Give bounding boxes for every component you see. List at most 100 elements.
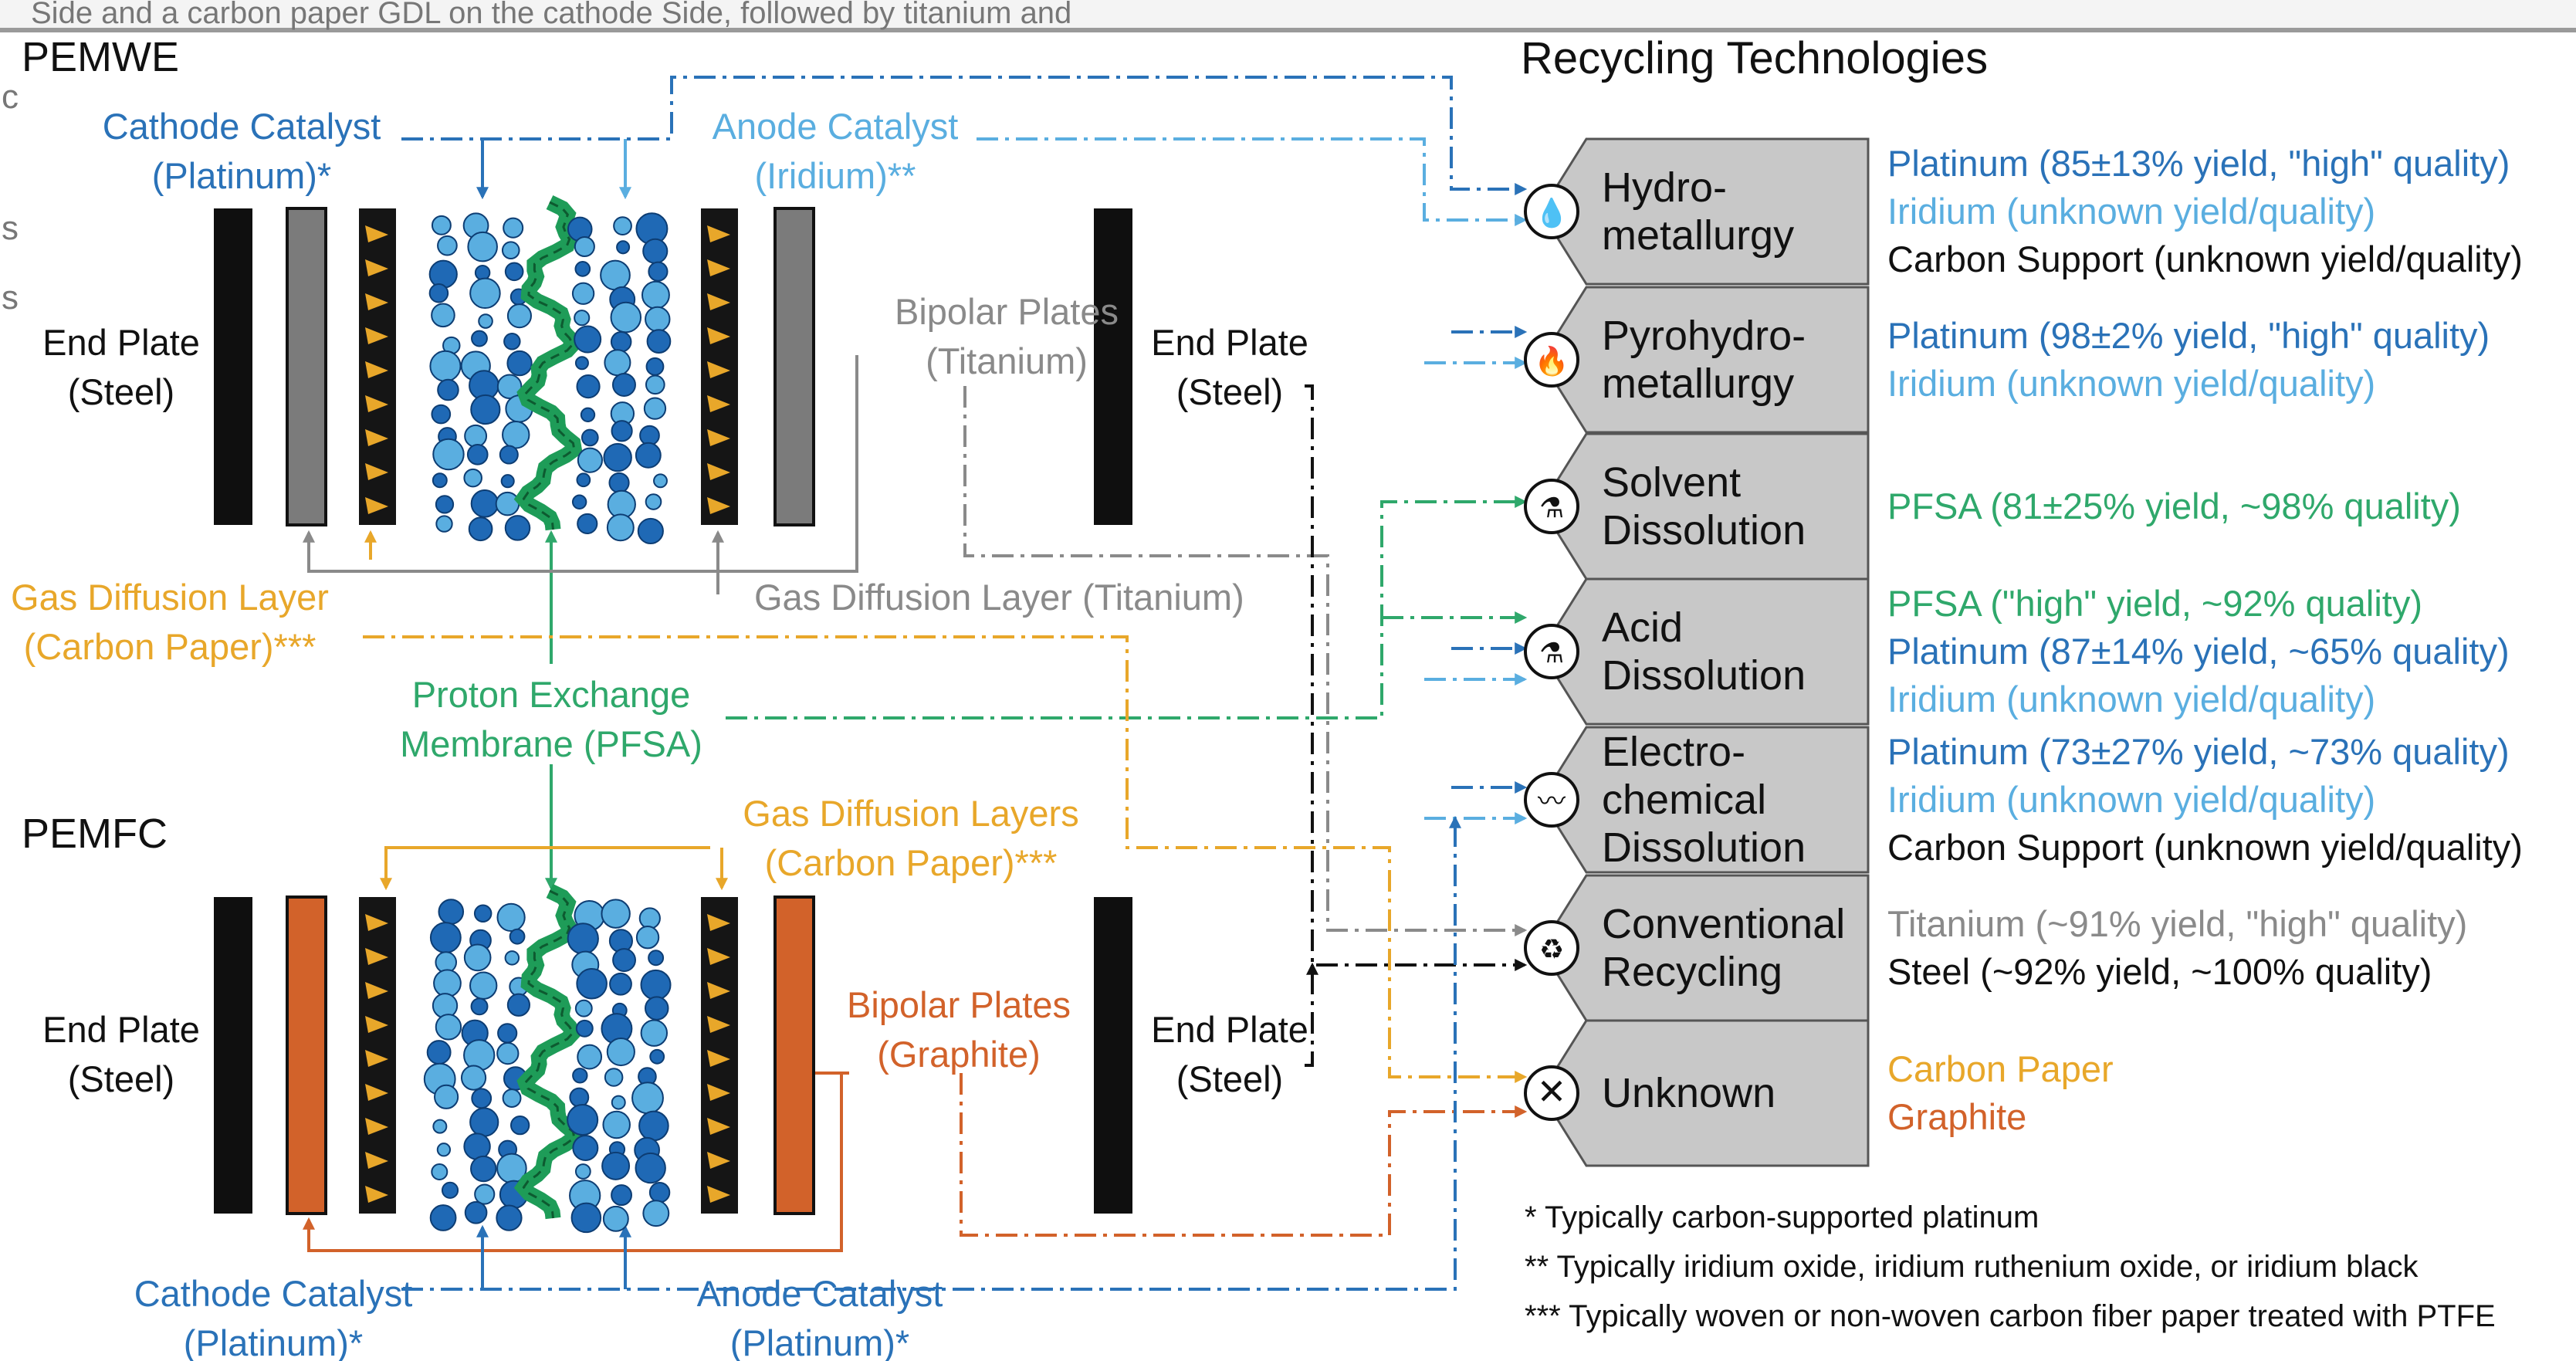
catalyst-dot bbox=[707, 1118, 730, 1135]
catalyst-particle bbox=[645, 493, 662, 510]
catalyst-particle bbox=[501, 241, 520, 260]
end-plate-label: (Steel) bbox=[68, 1058, 174, 1099]
flow-pemfc-platinum bbox=[401, 815, 1461, 1291]
footnote: * Typically carbon-supported platinum bbox=[1525, 1200, 2039, 1234]
bipolar-plate-right bbox=[773, 895, 815, 1215]
catalyst-particle bbox=[603, 442, 632, 472]
technology-box-shape bbox=[1550, 286, 1870, 434]
catalyst-dot bbox=[365, 1152, 388, 1169]
end-plate-label: End Plate bbox=[42, 1009, 200, 1050]
catalyst-dot bbox=[707, 1084, 730, 1101]
x-circle-icon-glyph: ✕ bbox=[1537, 1072, 1567, 1112]
diagram-labels: Side and a carbon paper GDL on the catho… bbox=[2, 0, 2523, 1361]
catalyst-particle bbox=[616, 240, 631, 255]
catalyst-particle bbox=[574, 310, 591, 327]
section-title-pemfc: PEMFC bbox=[22, 811, 168, 857]
catalyst-particle bbox=[470, 394, 501, 425]
catalyst-particle bbox=[635, 1152, 666, 1184]
end-plate-right bbox=[1094, 897, 1132, 1214]
catalyst-particle bbox=[639, 425, 660, 446]
catalyst-particle bbox=[426, 1040, 452, 1065]
catalyst-dot bbox=[365, 429, 388, 446]
technology-outcome: Graphite bbox=[1887, 1096, 2026, 1137]
catalyst-dot bbox=[707, 1050, 730, 1067]
catalyst-particle bbox=[613, 216, 632, 236]
catalyst-particle bbox=[432, 472, 448, 489]
catalyst-particle bbox=[474, 264, 491, 281]
catalyst-particle bbox=[432, 1119, 448, 1134]
catalyst-dot bbox=[707, 982, 730, 999]
catalyst-particle bbox=[646, 329, 672, 354]
catalyst-dot bbox=[365, 327, 388, 344]
catalyst-particle bbox=[469, 277, 501, 310]
technology-outcome: PFSA ("high" yield, ~92% quality) bbox=[1887, 583, 2422, 624]
catalyst-particle bbox=[571, 282, 595, 305]
catalyst-dot bbox=[365, 463, 388, 480]
technology-name: Dissolution bbox=[1602, 507, 1806, 554]
technology-name: Solvent bbox=[1602, 459, 1741, 506]
end-plate-label: (Steel) bbox=[68, 371, 174, 412]
catalyst-particle bbox=[468, 516, 493, 542]
catalyst-particle bbox=[504, 950, 520, 966]
catalyst-particle bbox=[437, 378, 459, 401]
catalyst-particle bbox=[428, 259, 458, 289]
catalyst-particle bbox=[611, 1184, 632, 1207]
x-circle-icon bbox=[1524, 1065, 1579, 1121]
catalyst-particle bbox=[567, 923, 599, 955]
catalyst-dot bbox=[707, 225, 730, 242]
catalyst-particle bbox=[604, 1068, 624, 1087]
catalyst-particle bbox=[638, 907, 661, 929]
catalyst-particle bbox=[500, 474, 515, 489]
technology-box-shape bbox=[1550, 874, 1870, 1022]
catalyst-particle bbox=[428, 283, 449, 303]
catalyst-particle bbox=[644, 996, 669, 1021]
catalyst-dot bbox=[365, 293, 388, 310]
catalyst-particle bbox=[642, 238, 669, 264]
electro-icon-glyph: 〰 bbox=[1538, 785, 1566, 817]
catalyst-particle bbox=[609, 972, 632, 996]
overlay-divider bbox=[0, 28, 2576, 32]
catalyst-particle bbox=[474, 1183, 496, 1205]
catalyst-particle bbox=[431, 1163, 449, 1180]
membrane-label: Proton Exchange bbox=[412, 674, 691, 715]
technology-name: Recycling bbox=[1602, 949, 1782, 995]
flame-icon-glyph: 🔥 bbox=[1535, 345, 1569, 377]
catalyst-particle bbox=[581, 428, 599, 447]
arrow-graphite-left bbox=[303, 1073, 843, 1252]
catalyst-particle bbox=[502, 421, 530, 449]
flow-pemwe-iridium bbox=[977, 137, 1528, 226]
flow-graphite bbox=[960, 1073, 1528, 1237]
droplet-icon-glyph: 💧 bbox=[1535, 197, 1569, 229]
catalyst-particle bbox=[577, 1044, 603, 1070]
membrane-label: Membrane (PFSA) bbox=[400, 723, 702, 764]
catalyst-particle bbox=[610, 331, 632, 353]
pemfc-anode-catalyst-label: (Platinum)* bbox=[730, 1322, 909, 1361]
technology-box bbox=[1524, 432, 1870, 581]
end-plate-label: (Steel) bbox=[1176, 371, 1283, 412]
end-plate-left bbox=[214, 897, 252, 1214]
pemfc-gdl-label: Gas Diffusion Layers bbox=[743, 793, 1078, 834]
catalyst-particle bbox=[429, 1204, 457, 1231]
catalyst-particle bbox=[503, 217, 524, 239]
technology-name: Dissolution bbox=[1602, 652, 1806, 699]
technology-outcome: Platinum (87±14% yield, ~65% quality) bbox=[1887, 631, 2510, 672]
catalyst-dot bbox=[707, 1186, 730, 1203]
catalyst-particle bbox=[602, 1110, 631, 1139]
catalyst-dot bbox=[365, 1050, 388, 1067]
catalyst-particle bbox=[611, 372, 636, 397]
catalyst-particle bbox=[464, 1200, 488, 1224]
pemwe-bipolar-plates-label: (Titanium) bbox=[926, 340, 1088, 381]
catalyst-particle bbox=[431, 404, 452, 425]
catalyst-particle bbox=[574, 325, 602, 354]
catalyst-particle bbox=[574, 999, 593, 1017]
pemfc-anode-catalyst-label: Anode Catalyst bbox=[697, 1273, 943, 1314]
catalyst-particle bbox=[473, 904, 493, 923]
flow-titanium bbox=[963, 386, 1528, 936]
technology-outcome: Iridium (unknown yield/quality) bbox=[1887, 363, 2375, 404]
catalyst-particle bbox=[645, 306, 671, 333]
catalyst-particle bbox=[648, 950, 665, 967]
technology-outcome: Platinum (85±13% yield, "high" quality) bbox=[1887, 143, 2510, 184]
catalyst-particle bbox=[601, 1151, 631, 1180]
flow-carbon-paper bbox=[363, 635, 1528, 1083]
